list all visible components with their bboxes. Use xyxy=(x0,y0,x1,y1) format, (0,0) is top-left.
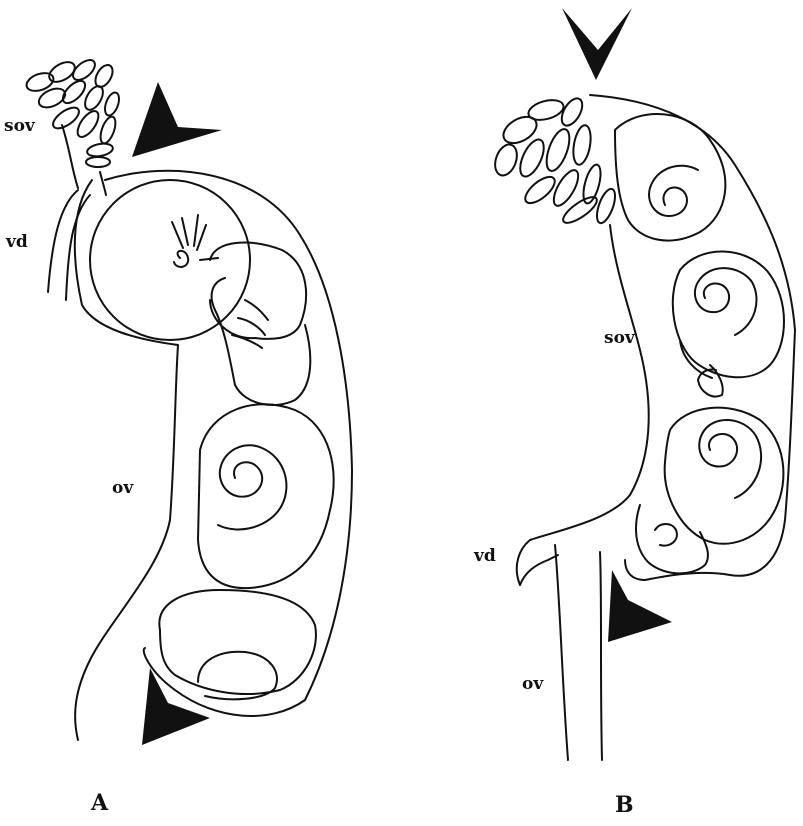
panel-a-oviduct-outline xyxy=(75,171,352,740)
panel-b-arrowhead-bottom xyxy=(608,570,672,642)
panel-a-arrowhead-bottom xyxy=(142,668,210,745)
panel-a-egg-3-shell xyxy=(198,404,334,588)
panel-a-egg-4 xyxy=(159,590,316,699)
panel-b-oviduct-outline xyxy=(517,95,795,760)
panel-b-vas-deferens xyxy=(520,555,558,585)
panel-b-egg-1 xyxy=(615,114,725,241)
panel-b-drawing xyxy=(491,95,795,760)
panel-b-ov-label: ov xyxy=(522,676,543,693)
panel-b-vd-label: vd xyxy=(474,548,496,565)
panel-a-vd-label: vd xyxy=(6,234,28,251)
panel-a-egg-1 xyxy=(90,180,250,340)
panel-b-label: B xyxy=(615,794,634,816)
panel-b-arrowhead-top xyxy=(562,8,632,80)
panel-b-egg-3 xyxy=(636,408,783,574)
panel-b-sov-label: sov xyxy=(604,330,635,347)
panel-a-egg-2 xyxy=(210,243,310,405)
panel-a-label: A xyxy=(91,792,108,814)
panel-a-sov-lobes xyxy=(24,56,122,167)
panel-a-vas-deferens xyxy=(48,190,90,300)
panel-b-sov-lobes xyxy=(491,95,619,227)
panel-a-ov-label: ov xyxy=(112,480,133,497)
panel-a-egg-3-spiral xyxy=(218,445,286,529)
panel-a-sov-label: sov xyxy=(4,118,35,135)
panel-a-drawing xyxy=(24,56,352,740)
panel-a-arrowhead-top xyxy=(132,82,222,157)
panel-b-egg-2 xyxy=(673,251,784,396)
